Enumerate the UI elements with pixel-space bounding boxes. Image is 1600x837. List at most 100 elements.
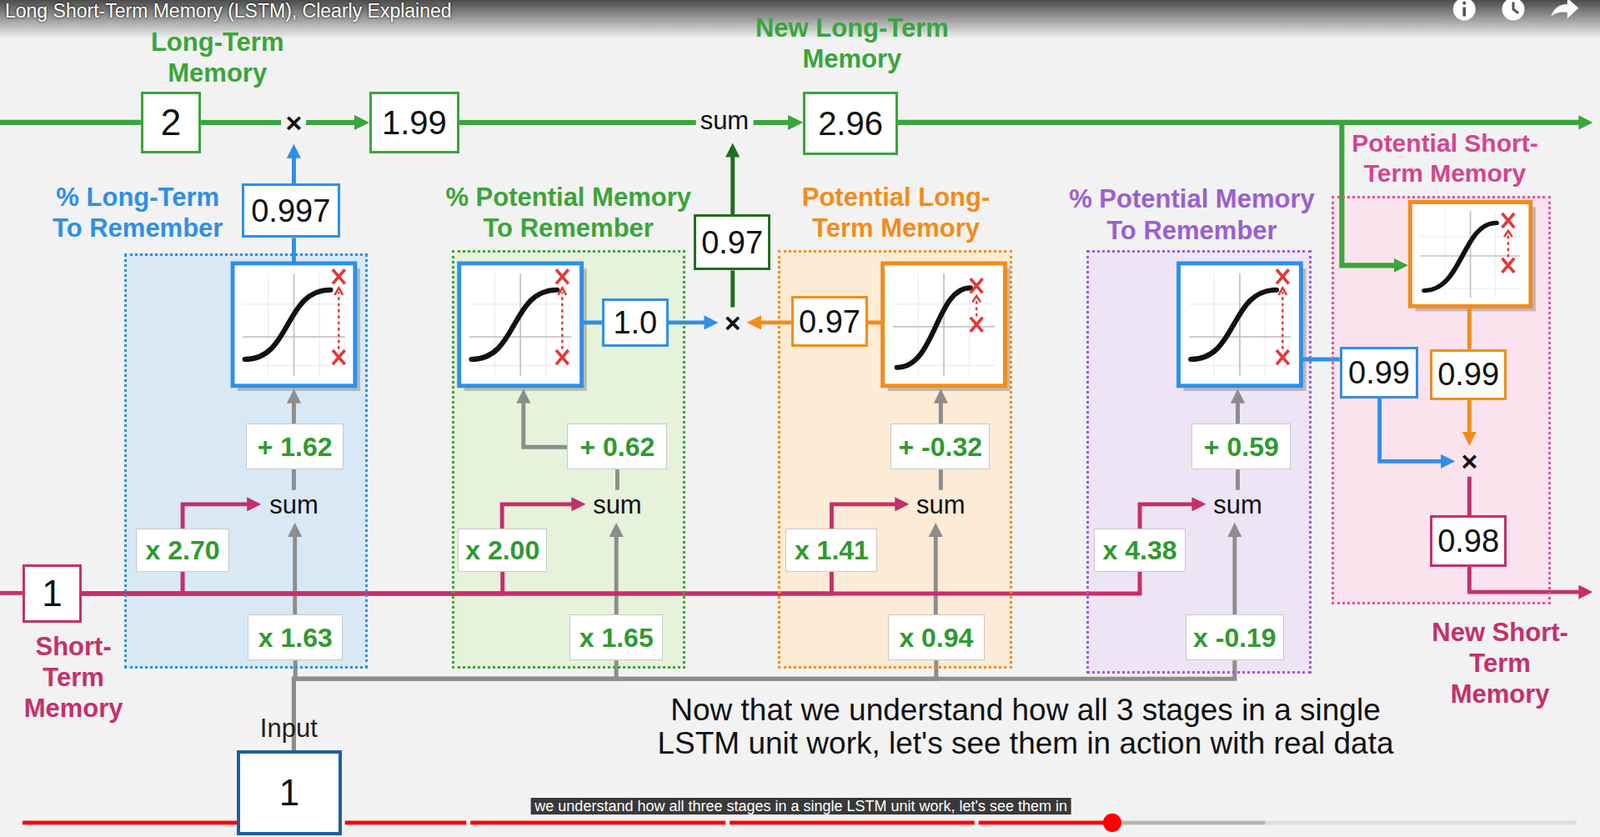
weight-value: + 1.62 (257, 433, 333, 461)
wire (523, 396, 568, 447)
wire (730, 270, 735, 307)
heading-label: % Potential Memory To Remember (1068, 184, 1315, 245)
value-label: 0.99 (1437, 358, 1500, 391)
value-box: 1.0 (601, 298, 669, 348)
tanh-graph (975, 300, 978, 317)
wire (938, 396, 943, 424)
value-holder: 1 (25, 566, 80, 621)
wire (0, 591, 23, 596)
operation-symbol: sum (588, 490, 647, 518)
value-holder: 1.99 (371, 94, 457, 151)
value-holder: + 0.62 (567, 424, 667, 469)
wire (1467, 400, 1472, 440)
sigmoid-graph (1178, 263, 1302, 387)
value-label: 1.99 (381, 105, 447, 140)
caption: Now that we understand how all 3 stages … (657, 692, 1394, 761)
operation-symbol: sum (265, 490, 323, 518)
video-icons (1502, 0, 1525, 21)
video-icons (1513, 1, 1519, 13)
wire (938, 469, 943, 490)
sigmoid-graph (337, 291, 340, 350)
stage-region: % Long-Term To Remember+ 1.62x 2.70x 1.6… (124, 253, 367, 669)
label-holder: sum (912, 490, 970, 518)
heading-holder: Potential Long-Term Memory (789, 181, 1003, 244)
stage-fill (124, 195, 1551, 674)
video-icons (1550, 0, 1579, 19)
weight-box: x 1.63 (247, 614, 343, 661)
tanh-graph (1504, 230, 1513, 237)
wire (753, 320, 794, 325)
sigmoid-graph (469, 273, 572, 376)
connector (81, 571, 833, 594)
weight-box: x 2.70 (135, 528, 231, 572)
operation-symbol: sum (912, 490, 970, 518)
wire (1235, 469, 1240, 490)
value-holder: 0.97 (793, 298, 866, 345)
wire (1469, 566, 1586, 593)
title-holder: Long Short-Term Memory (LSTM), Clearly E… (5, 0, 452, 22)
heading-holder: % Long-Term To Remember (40, 181, 236, 244)
value-holder: + 0.59 (1192, 424, 1290, 469)
label-holder: sum (1208, 490, 1267, 518)
video-icons (1462, 1, 1466, 6)
sigmoid-graph (459, 263, 587, 392)
operation-symbol: × (1456, 446, 1482, 477)
video-icons (1453, 0, 1476, 21)
weight-box: + 1.62 (245, 423, 344, 470)
sigmoid-graph (459, 263, 582, 387)
wire (182, 504, 255, 529)
value-box: 1Input (236, 750, 342, 836)
wire (1467, 476, 1472, 517)
video-title: Long Short-Term Memory (LSTM), Clearly E… (5, 0, 452, 22)
value-box: 0.97 (693, 214, 771, 271)
tanh-graph (882, 263, 1006, 387)
value-holder: 0.99 (1432, 351, 1505, 398)
stage-fill (1331, 195, 1551, 605)
value-label: 0.97 (701, 226, 763, 259)
wire (292, 529, 297, 615)
value-holder: x 1.65 (570, 615, 663, 660)
tanh-graph (892, 273, 995, 376)
sigmoid-graph (557, 287, 567, 296)
weight-box: x -0.19 (1185, 614, 1285, 661)
heading-label: Input (260, 713, 318, 743)
operation-symbol: × (720, 307, 746, 338)
weight-value: x 1.65 (579, 624, 654, 652)
value-box: 1Short-Term Memory (22, 564, 82, 623)
tanh-graph (970, 278, 984, 293)
value-holder: x 0.94 (888, 615, 984, 660)
wire (614, 529, 619, 615)
sigmoid-graph (334, 287, 343, 296)
label-holder: × (1456, 446, 1482, 477)
value-holder: x 1.41 (786, 529, 877, 571)
weight-box: x 1.41 (785, 528, 878, 572)
caption-holder: Now that we understand how all 3 stages … (650, 693, 1401, 761)
weight-value: x 0.94 (898, 624, 974, 652)
weight-box: + -0.32 (890, 423, 990, 470)
sigmoid-graph (332, 350, 346, 365)
label-holder: × (720, 307, 746, 338)
value-holder: 1 (240, 753, 339, 833)
weight-box: + 0.59 (1191, 423, 1291, 470)
sigmoid-graph (556, 269, 569, 284)
tanh-graph (1502, 258, 1515, 273)
sigmoid-graph (242, 273, 345, 376)
tanh-graph (882, 263, 1011, 392)
video-progress-bar (1112, 820, 1266, 825)
tanh-graph (1409, 201, 1530, 306)
connector (293, 660, 617, 751)
weight-value: x 4.38 (1103, 536, 1178, 564)
connector (81, 571, 503, 594)
label-holder: sum (588, 490, 647, 518)
stage-fill (124, 253, 367, 669)
video-progress-bar (22, 820, 1113, 825)
value-holder: x 2.00 (458, 529, 547, 571)
label-holder: New Short-Term Memory (1416, 616, 1584, 711)
connector (81, 571, 1140, 594)
subtitle: we understand how all three stages in a … (530, 797, 1072, 815)
sigmoid-graph (1278, 287, 1287, 296)
output-label: New Short-Term Memory (1416, 616, 1584, 711)
value-box: 0.99 (1339, 346, 1419, 398)
heading-label: Potential Long-Term Memory (802, 182, 991, 243)
